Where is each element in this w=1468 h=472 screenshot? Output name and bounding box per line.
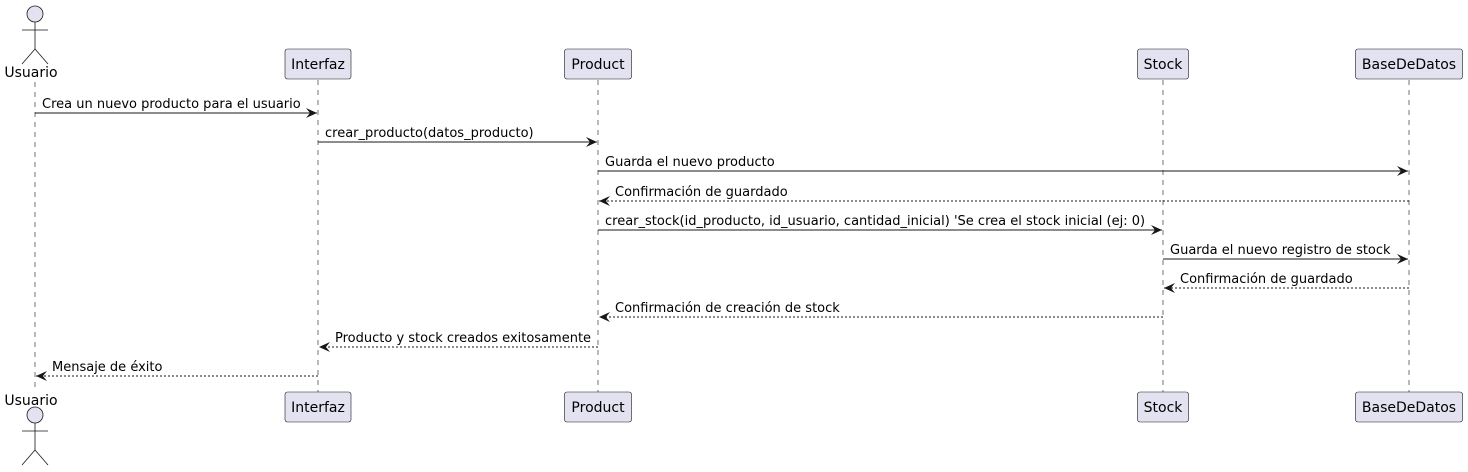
participant-box [564,391,632,423]
message-label: crear_producto(datos_producto) [325,126,534,141]
message-label: Guarda el nuevo producto [605,155,775,170]
participant-label: Stock [1144,57,1184,73]
message-2: crear_producto(datos_producto) [318,126,597,147]
participant-usuario-bottom: Usuario [4,393,58,466]
participant-label: Interfaz [291,57,345,73]
participant-label: BaseDeDatos [1362,400,1456,416]
participant-bd-bottom: BaseDeDatos [1355,391,1463,423]
participant-usuario-top: Usuario [4,5,58,81]
message-1: Crea un nuevo producto para el usuario [35,97,317,118]
message-8: Confirmación de creación de stock [599,301,1163,322]
participant-label: BaseDeDatos [1362,57,1456,73]
message-label: Confirmación de guardado [1180,272,1353,287]
participant-bd-top: BaseDeDatos [1355,48,1463,80]
message-4: Confirmación de guardado [599,185,1409,206]
message-7: Confirmación de guardado [1164,272,1409,293]
message-6: Guarda el nuevo registro de stock [1163,243,1408,264]
participant-box [1137,48,1189,80]
actor-label: Usuario [4,65,57,81]
message-label: Crea un nuevo producto para el usuario [42,97,301,112]
actor-icon [21,406,49,466]
participant-product-bottom: Product [564,391,632,423]
participant-box [1137,391,1189,423]
participant-stock-top: Stock [1137,48,1189,80]
participant-box [284,48,352,80]
participant-box [1355,48,1463,80]
message-9: Producto y stock creados exitosamente [319,331,598,352]
message-3: Guarda el nuevo producto [598,155,1408,176]
message-label: crear_stock(id_producto, id_usuario, can… [605,214,1145,229]
participant-label: Product [571,57,625,73]
message-label: Confirmación de creación de stock [615,301,840,316]
message-label: Producto y stock creados exitosamente [335,331,591,346]
participant-box [564,48,632,80]
participant-label: Stock [1144,400,1184,416]
actor-label: Usuario [4,393,57,409]
participant-label: Product [571,400,625,416]
message-label: Confirmación de guardado [615,185,788,200]
participant-label: Interfaz [291,400,345,416]
participant-box [284,391,352,423]
participant-stock-bottom: Stock [1137,391,1189,423]
participant-product-top: Product [564,48,632,80]
message-label: Guarda el nuevo registro de stock [1170,243,1391,258]
participant-interfaz-top: Interfaz [284,48,352,80]
participant-interfaz-bottom: Interfaz [284,391,352,423]
message-label: Mensaje de éxito [52,360,162,375]
message-5: crear_stock(id_producto, id_usuario, can… [598,214,1162,235]
actor-icon [21,5,49,65]
message-10: Mensaje de éxito [36,360,318,381]
participant-box [1355,391,1463,423]
